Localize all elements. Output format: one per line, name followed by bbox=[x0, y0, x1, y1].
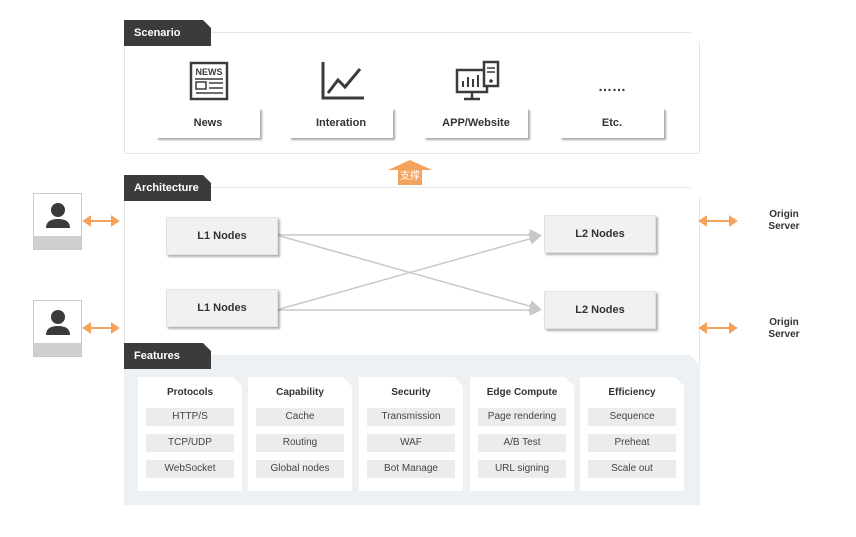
origin-server-bottom: Origin Server bbox=[741, 308, 827, 350]
user-avatar-top bbox=[33, 193, 82, 250]
feature-item: TCP/UDP bbox=[146, 434, 234, 452]
support-label: 支撑 bbox=[400, 171, 420, 182]
feature-item: Page rendering bbox=[478, 408, 566, 426]
feature-item: Bot Manage bbox=[367, 460, 455, 478]
user-icon bbox=[46, 203, 70, 228]
origin-server-label: Server bbox=[768, 329, 800, 340]
origin-server-label: Origin bbox=[769, 209, 799, 220]
feature-card-title: Protocols bbox=[166, 387, 214, 398]
newspaper-icon: NEWS bbox=[189, 61, 229, 101]
scenario-tag: Scenario bbox=[124, 20, 211, 46]
scenario-interation-label: Interation bbox=[289, 108, 393, 138]
origin-server-top: Origin Server bbox=[741, 200, 827, 242]
support-arrow-icon bbox=[388, 160, 432, 185]
feature-item: Routing bbox=[256, 434, 344, 452]
feature-card-title: Capability bbox=[276, 387, 324, 398]
user-icon bbox=[46, 310, 70, 335]
feature-card-title: Efficiency bbox=[608, 387, 656, 398]
l2-node-top: L2 Nodes bbox=[544, 215, 656, 253]
scenario-etc-label: Etc. bbox=[560, 108, 664, 138]
feature-card-edge-compute: Edge Compute Page rendering A/B Test URL… bbox=[470, 377, 574, 491]
ellipsis-icon: …… bbox=[598, 78, 626, 94]
feature-item: Scale out bbox=[588, 460, 676, 478]
origin-server-label: Origin bbox=[769, 317, 799, 328]
scenario-news-label: News bbox=[156, 108, 260, 138]
devices-icon bbox=[455, 60, 500, 101]
scenario-app-website-label: APP/Website bbox=[424, 108, 528, 138]
architecture-tag: Architecture bbox=[124, 175, 211, 201]
features-tag: Features bbox=[124, 343, 211, 369]
feature-card-efficiency: Efficiency Sequence Preheat Scale out bbox=[580, 377, 684, 491]
feature-item: WAF bbox=[367, 434, 455, 452]
line-chart-icon bbox=[321, 62, 364, 100]
feature-card-protocols: Protocols HTTP/S TCP/UDP WebSocket bbox=[138, 377, 242, 491]
user-avatar-bottom bbox=[33, 300, 82, 357]
feature-item: Global nodes bbox=[256, 460, 344, 478]
feature-item: A/B Test bbox=[478, 434, 566, 452]
feature-item: URL signing bbox=[478, 460, 566, 478]
origin-server-label: Server bbox=[768, 221, 800, 232]
feature-item: HTTP/S bbox=[146, 408, 234, 426]
feature-card-capability: Capability Cache Routing Global nodes bbox=[248, 377, 352, 491]
feature-item: Preheat bbox=[588, 434, 676, 452]
feature-item: Cache bbox=[256, 408, 344, 426]
l1-node-bottom: L1 Nodes bbox=[166, 289, 278, 327]
l1-node-top: L1 Nodes bbox=[166, 217, 278, 255]
feature-card-title: Edge Compute bbox=[486, 387, 558, 398]
l2-node-bottom: L2 Nodes bbox=[544, 291, 656, 329]
feature-card-security: Security Transmission WAF Bot Manage bbox=[359, 377, 463, 491]
feature-card-title: Security bbox=[391, 387, 431, 398]
feature-item: Transmission bbox=[367, 408, 455, 426]
feature-item: WebSocket bbox=[146, 460, 234, 478]
feature-item: Sequence bbox=[588, 408, 676, 426]
svg-text:NEWS: NEWS bbox=[196, 67, 223, 77]
